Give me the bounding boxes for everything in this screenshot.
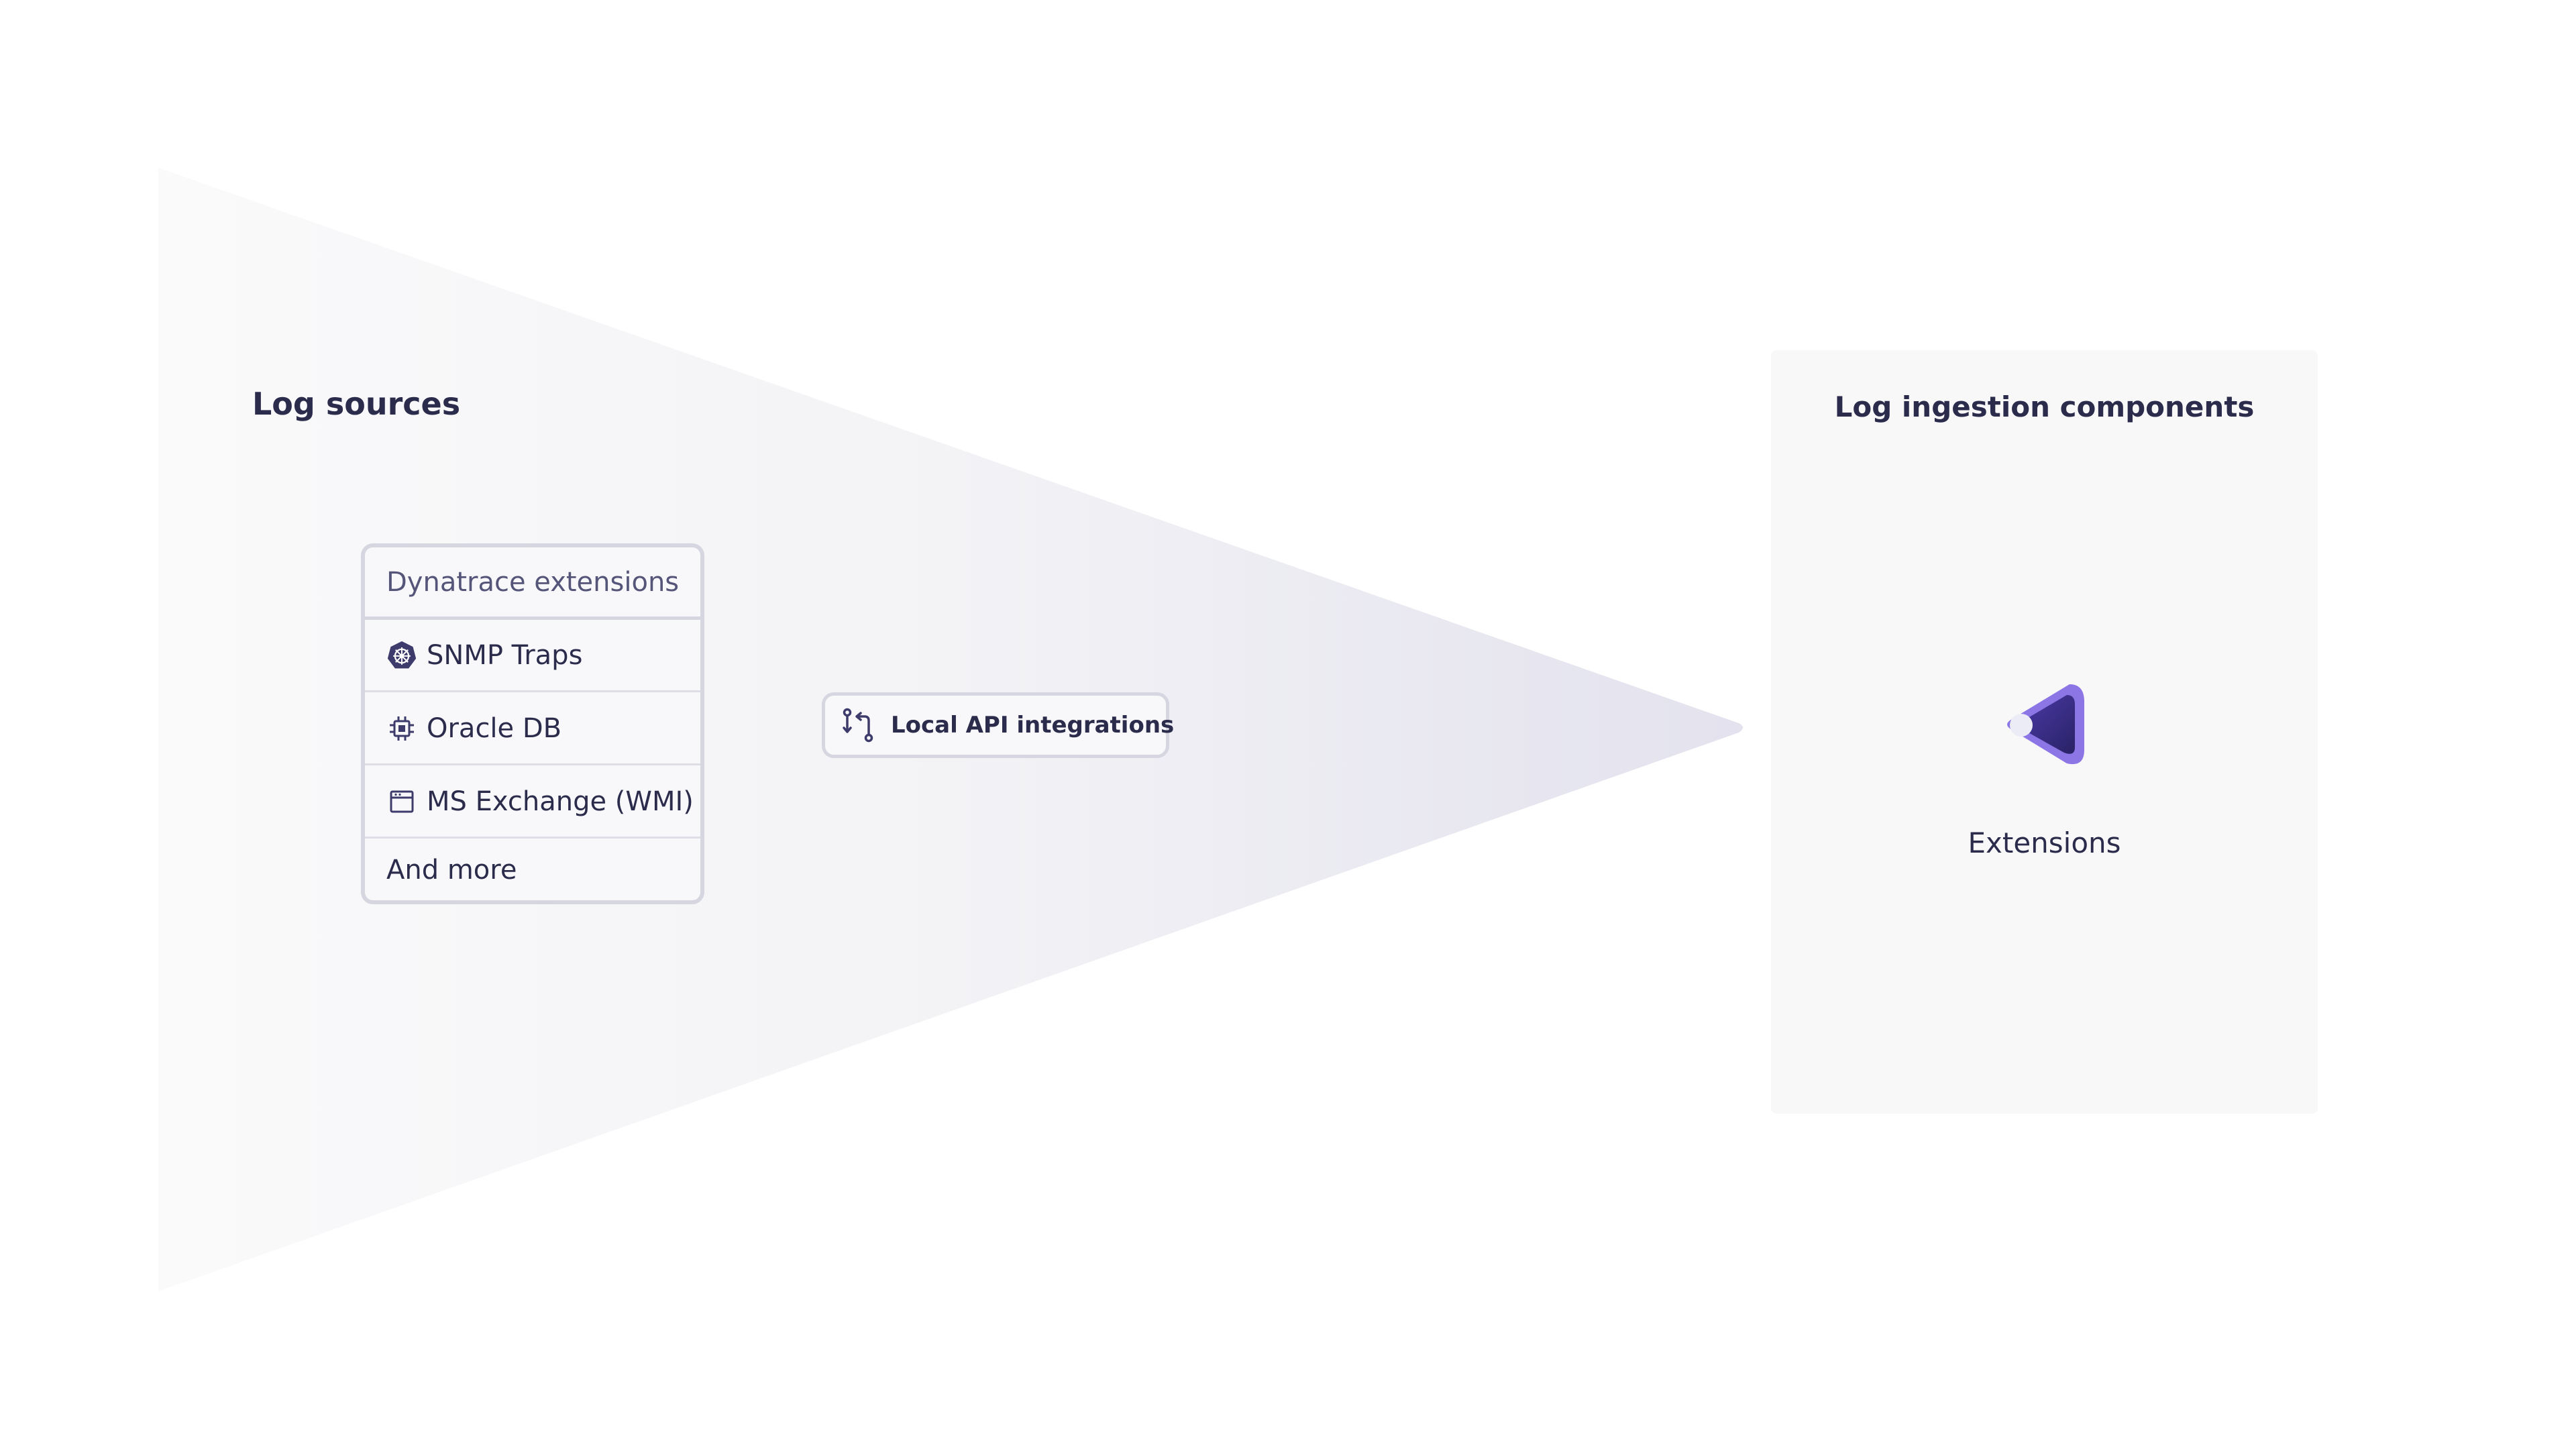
list-item-label: Oracle DB — [427, 712, 562, 744]
local-api-integrations-chip: Local API integrations — [822, 692, 1174, 758]
log-ingestion-title: Log ingestion components — [1834, 390, 2255, 423]
list-item-oracle-db: Oracle DB — [365, 693, 700, 765]
log-ingestion-panel: Log ingestion components Extensions — [1771, 350, 2318, 1114]
kubernetes-wheel-icon — [386, 640, 417, 671]
extensions-logo-icon — [1997, 679, 2091, 773]
list-item-snmp-traps: SNMP Traps — [365, 620, 700, 692]
git-pull-request-icon — [840, 707, 876, 743]
local-api-integrations-label: Local API integrations — [891, 712, 1175, 739]
list-header: Dynatrace extensions — [365, 547, 700, 620]
extensions-label: Extensions — [1968, 826, 2121, 859]
list-item-ms-exchange: MS Exchange (WMI) — [365, 766, 700, 839]
list-item-label: SNMP Traps — [427, 639, 583, 671]
log-sources-title: Log sources — [252, 386, 461, 422]
list-item-label: MS Exchange (WMI) — [427, 786, 694, 817]
list-footer-label: And more — [386, 855, 517, 885]
chip-icon — [386, 713, 417, 744]
dynatrace-extensions-list: Dynatrace extensions SNMP Traps — [361, 543, 704, 904]
window-icon — [386, 786, 417, 817]
list-header-label: Dynatrace extensions — [386, 566, 680, 598]
list-footer: And more — [365, 839, 700, 901]
